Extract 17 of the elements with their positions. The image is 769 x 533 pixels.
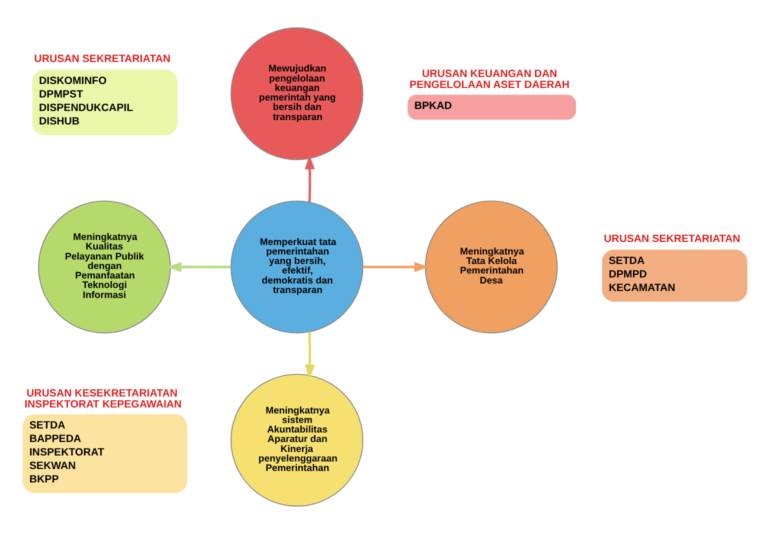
node-circle: Memperkuat tata pemerintahan yang bersih, efektif, demokratis dan transparan — [230, 200, 364, 333]
node-box: SETDA BAPPEDA INSPEKTORAT SEKWAN BKPP — [22, 414, 188, 493]
arrow — [304, 154, 315, 202]
node-label: URUSAN SEKRETARIATAN — [34, 52, 171, 64]
node-circle: Meningkatnya Tata Kelola Pemerintahan Desa — [424, 200, 558, 333]
node-circle: Mewujudkan pengelolaan keuangan pemerintah yang bersih dan transparan — [230, 26, 364, 160]
node-label: URUSAN KESEKRETARIATAN INSPEKTORAT KEPEGAWAIAN — [24, 387, 182, 410]
arrow — [166, 261, 231, 272]
node-box: DISKOMINFO DPMPST DISPENDUKCAPIL DISHUB — [32, 69, 178, 135]
node-box: BPKAD — [408, 94, 576, 120]
node-label: URUSAN KEUANGAN DAN PENGELOLAAN ASET DAERAH — [410, 68, 570, 90]
node-circle: Meningkatnya sistem Akuntabilitas Aparatur dan Kinerja penyelenggaraan Pemerintahan — [230, 373, 364, 506]
arrow — [363, 261, 429, 272]
arrow — [304, 331, 315, 379]
node-label: URUSAN SEKRETARIATAN — [604, 232, 740, 244]
node-circle: Meningkatnya Kualitas Pelayanan Publik dengan Pemanfaatan Teknologi Informasi — [38, 200, 171, 333]
node-box: SETDA DPMPD KECAMATAN — [602, 249, 748, 302]
